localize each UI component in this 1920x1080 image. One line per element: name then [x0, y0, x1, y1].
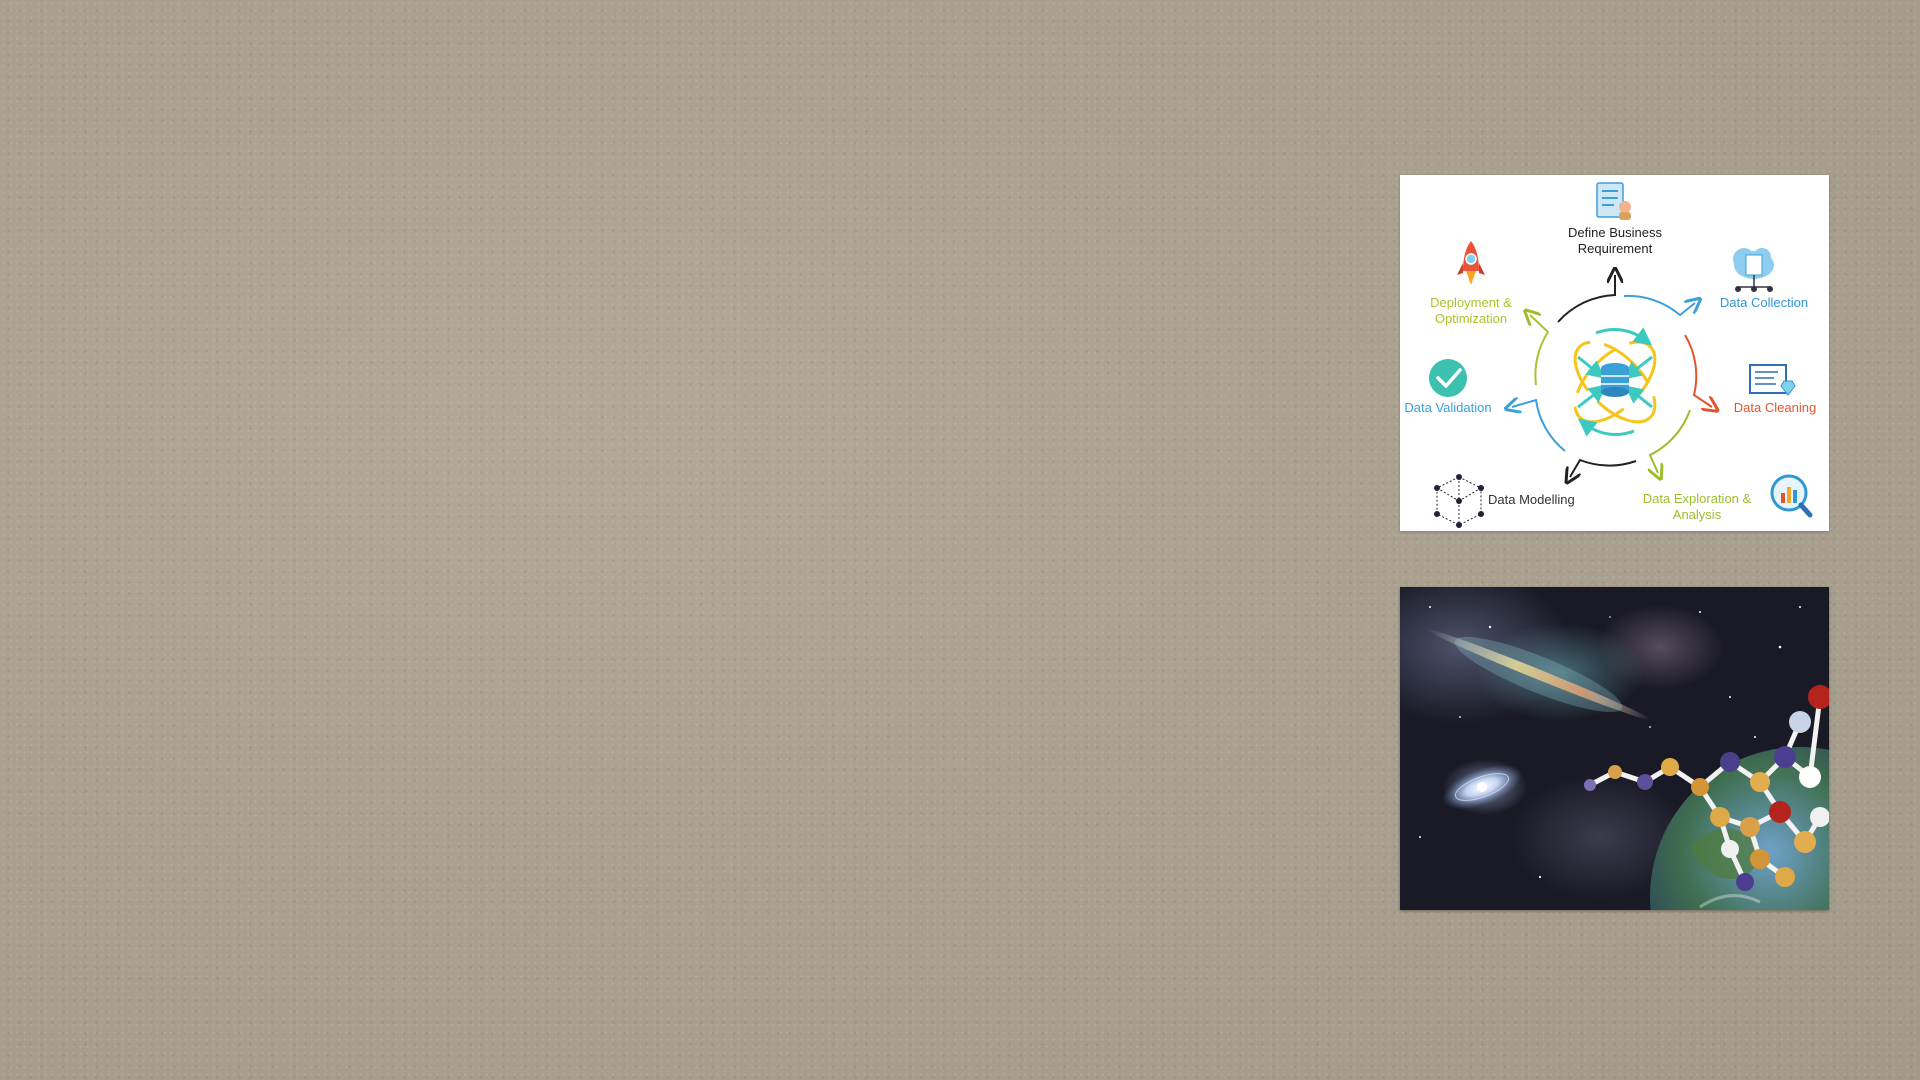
- label-exploration-line1: Data Exploration &: [1642, 491, 1752, 506]
- center-loops: [1573, 327, 1657, 437]
- label-data-cleaning: Data Cleaning: [1733, 400, 1817, 415]
- label-deployment-optimization: Deployment & Optimization: [1416, 295, 1526, 327]
- label-define-line1: Define Business: [1568, 225, 1662, 240]
- data-lifecycle-diagram[interactable]: Define Business Requirement Data Collect…: [1400, 175, 1829, 531]
- network-cube-icon: [1434, 474, 1484, 528]
- label-define-line2: Requirement: [1577, 241, 1653, 256]
- cloud-server-icon: [1733, 248, 1774, 292]
- rocket-icon: [1457, 241, 1485, 285]
- comet-streak: [1427, 629, 1650, 720]
- label-exploration-line2: Analysis: [1672, 507, 1722, 522]
- checkmark-circle-icon: [1429, 359, 1467, 397]
- diagram-graphics: [1429, 182, 1813, 528]
- label-define-business-requirement: Define Business Requirement: [1540, 225, 1690, 257]
- magnifier-chart-icon: [1770, 474, 1813, 518]
- galaxy-icon: [1442, 764, 1522, 810]
- space-graphics: [1419, 606, 1829, 910]
- label-data-collection: Data Collection: [1719, 295, 1809, 310]
- label-data-validation: Data Validation: [1404, 400, 1492, 415]
- stars: [1419, 606, 1801, 879]
- label-deployment-line2: Optimization: [1434, 311, 1508, 326]
- document-checklist-icon: [1596, 182, 1631, 220]
- diamond-report-icon: [1749, 364, 1796, 396]
- database-icon: [1601, 363, 1629, 397]
- label-data-modelling: Data Modelling: [1488, 492, 1575, 507]
- molecule-icon: [1584, 685, 1829, 891]
- space-molecule-image[interactable]: [1400, 587, 1829, 910]
- label-deployment-line1: Deployment &: [1430, 295, 1512, 310]
- label-data-exploration: Data Exploration & Analysis: [1627, 491, 1767, 523]
